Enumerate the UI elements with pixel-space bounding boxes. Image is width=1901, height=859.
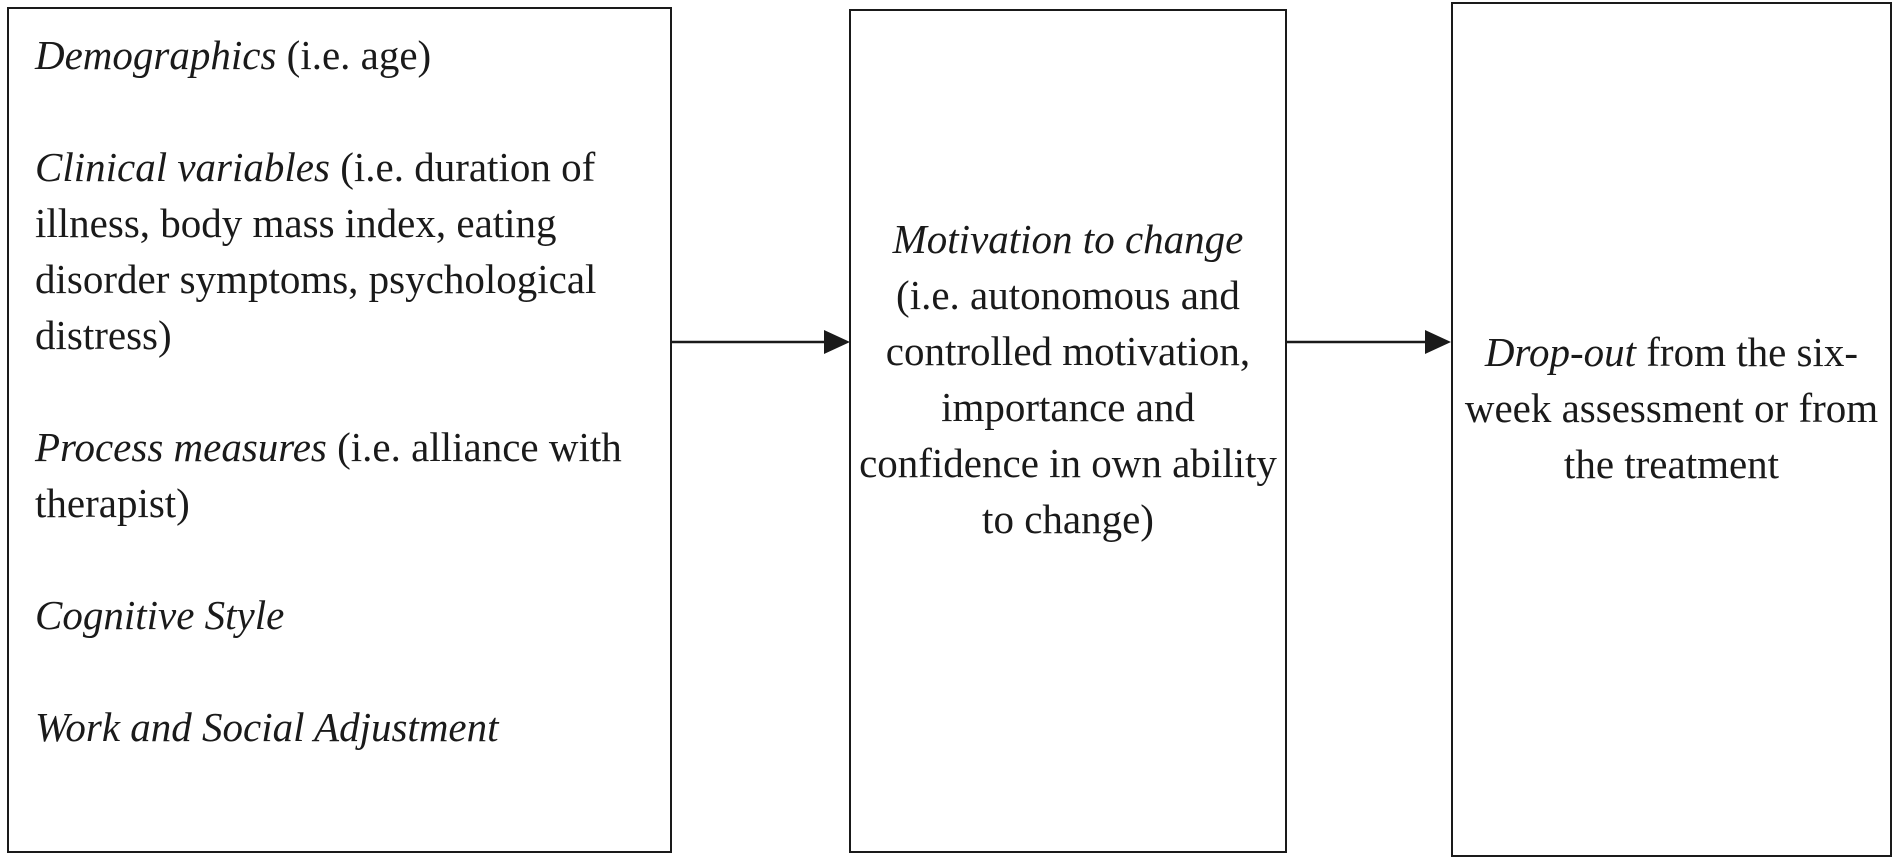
clinical-variables-term: Clinical variables [35,144,330,190]
demographics-item: Demographics (i.e. age) [35,27,650,83]
cognitive-style-item: Cognitive Style [35,587,650,643]
arrow-predictors-to-motivation [672,330,850,354]
predictors-box: Demographics (i.e. age) Clinical variabl… [7,7,672,853]
process-measures-term: Process measures [35,424,327,470]
cognitive-style-term: Cognitive Style [35,592,285,638]
clinical-variables-detail: (i.e. duration of illness, body mass ind… [35,144,597,358]
arrow-motivation-to-dropout [1287,330,1451,354]
process-measures-item: Process measures (i.e. alliance with the… [35,419,650,531]
clinical-variables-item: Clinical variables (i.e. duration of ill… [35,139,650,363]
dropout-content: Drop-out from the six-week assessment or… [1453,324,1890,492]
demographics-detail: (i.e. age) [276,32,432,78]
work-social-adjustment-term: Work and Social Adjustment [35,704,499,750]
motivation-box: Motivation to change (i.e. autonomous an… [849,9,1287,853]
dropout-box: Drop-out from the six-week assessment or… [1451,2,1892,857]
motivation-term: Motivation to change [892,216,1244,262]
demographics-term: Demographics [35,32,277,78]
process-measures-detail: (i.e. alliance with therapist) [35,424,622,526]
motivation-content: Motivation to change (i.e. autonomous an… [851,211,1285,547]
work-social-adjustment-item: Work and Social Adjustment [35,699,650,755]
motivation-detail: (i.e. autonomous and controlled motivati… [859,272,1277,542]
dropout-term: Drop-out [1484,329,1637,375]
dropout-detail: from the six-week assessment or from the… [1464,329,1879,487]
